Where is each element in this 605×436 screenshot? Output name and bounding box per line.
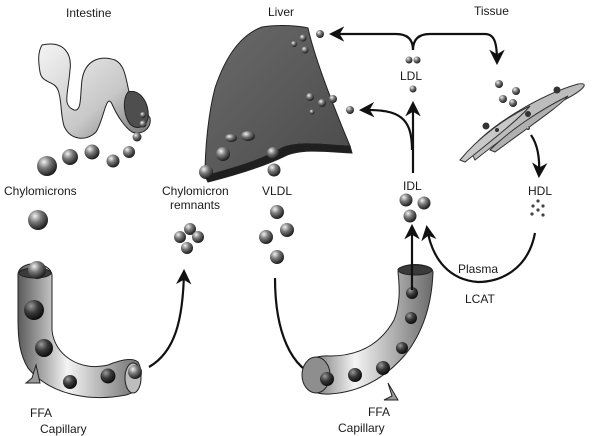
capillary-left [17,261,142,398]
liver-incoming-ldl [316,30,324,38]
idl-particles [399,193,431,223]
chylomicron-remnants-label: Chylomicron remnants [162,184,229,212]
intestine-label: Intestine [66,6,112,20]
chylomicron-remnants-line2: remnants [169,198,221,212]
hdl-label: HDL [528,184,553,198]
ffa-right-label: FFA [368,405,391,419]
liver-label: Liver [268,5,295,19]
chylomicrons-label: Chylomicrons [4,184,77,198]
arrow-idl-to-liver [358,101,414,151]
tissue-label: Tissue [474,4,509,18]
ldl-particles [405,56,421,93]
chylomicron-remnant-particles [174,223,204,254]
capillary-left-label: Capillary [40,422,87,436]
intestine-particles [28,112,147,230]
idl-label: IDL [403,179,422,193]
liver-illustration [199,24,353,183]
lcat-label: LCAT [465,292,495,306]
vldl-particles [259,163,294,264]
capillary-right-label: Capillary [338,421,385,435]
vldl-label: VLDL [262,184,293,198]
tissue-illustration [459,80,585,163]
arrow-ldl-branch [328,26,415,51]
arrow-capillary-to-remnants [148,268,192,368]
ffa-left-label: FFA [30,406,53,420]
arrow-ldl-to-tissue [411,32,505,66]
chylomicron-remnants-line1: Chylomicron [162,184,229,198]
arrow-hdl-to-idl-lcat [421,224,537,284]
capillary-right [301,264,434,401]
ldl-label: LDL [400,69,423,83]
intestine-illustration [38,43,151,139]
plasma-label: Plasma [458,262,499,276]
arrow-tissue-to-hdl [530,134,548,179]
liver-incoming-idl [346,106,354,114]
hdl-particles [530,199,545,217]
